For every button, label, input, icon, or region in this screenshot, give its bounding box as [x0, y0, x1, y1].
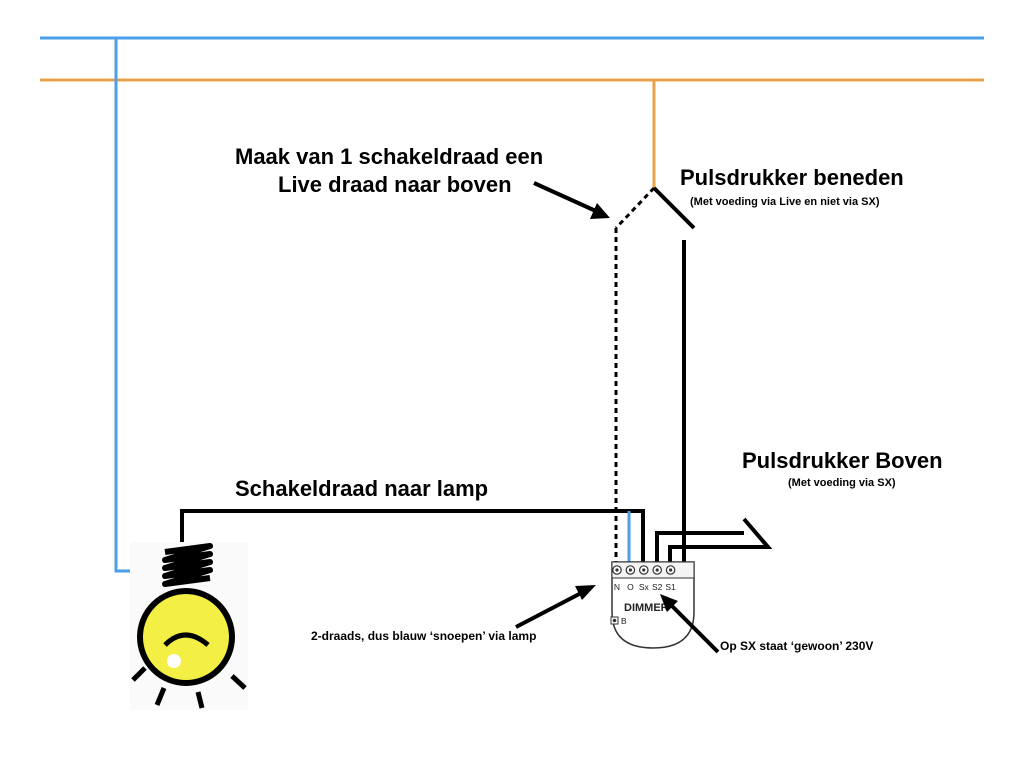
terminal-label-sx: Sx	[639, 582, 650, 592]
module-name: DIMMER	[624, 602, 669, 614]
sx-note: Op SX staat ‘gewoon’ 230V	[720, 639, 873, 653]
arrow-sx-note	[660, 594, 720, 654]
terminal-label-s1: S1	[665, 582, 676, 592]
arrow-two-wire-note	[515, 585, 596, 629]
live-wire-note-line2: Live draad naar boven	[278, 172, 512, 197]
upper-push-button-switch-icon	[655, 517, 773, 566]
lamp-switch-wire	[180, 509, 645, 566]
switch-down-note: (Met voeding via Live en niet via SX)	[690, 196, 880, 208]
lamp-wire-label: Schakeldraad naar lamp	[235, 476, 488, 501]
arrow-live-note	[533, 181, 610, 219]
terminal-screw-center	[615, 568, 619, 572]
terminal-label-s2: S2	[652, 582, 663, 592]
push-button-switch-icon	[614, 186, 696, 230]
two-wire-note: 2-draads, dus blauw ‘snoepen’ via lamp	[311, 629, 536, 643]
terminal-label-n: N	[614, 582, 620, 592]
switch-up-note: (Met voeding via SX)	[788, 477, 896, 489]
terminal-label-o: O	[627, 582, 634, 592]
switch-down-title: Pulsdrukker beneden	[680, 165, 904, 190]
terminal-screw-center	[628, 568, 633, 572]
light-bulb-icon	[130, 542, 248, 710]
live-wire-note-line1: Maak van 1 schakeldraad een	[235, 144, 543, 169]
switch-up-title: Pulsdrukker Boven	[742, 448, 943, 473]
terminal-screw-center	[669, 568, 673, 572]
terminal-screw-center	[642, 568, 646, 572]
module-button-label: B	[621, 616, 627, 626]
neutral-wire-to-lamp	[114, 38, 182, 573]
terminal-screw-center	[655, 568, 659, 572]
